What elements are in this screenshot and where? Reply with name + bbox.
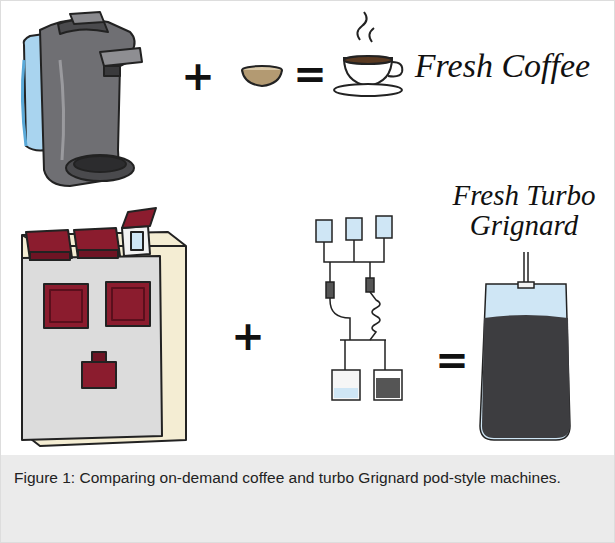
reagent-pod: [316, 216, 402, 400]
grignard-machine: [22, 208, 186, 446]
product-bag: [480, 252, 570, 440]
coffee-pod: [242, 66, 282, 86]
coffee-cup: [334, 12, 402, 96]
caption-band: [1, 455, 614, 542]
equals-sign: =: [432, 340, 472, 380]
equals-sign: =: [290, 54, 330, 94]
product-label: Fresh Coffee: [400, 48, 605, 84]
figure-caption: Figure 1: Comparing on-demand coffee and…: [14, 468, 600, 489]
coffee-machine: [22, 12, 142, 186]
plus-sign: +: [178, 56, 218, 96]
product-label: Fresh Turbo Grignard: [440, 180, 608, 241]
plus-sign: +: [228, 316, 268, 356]
